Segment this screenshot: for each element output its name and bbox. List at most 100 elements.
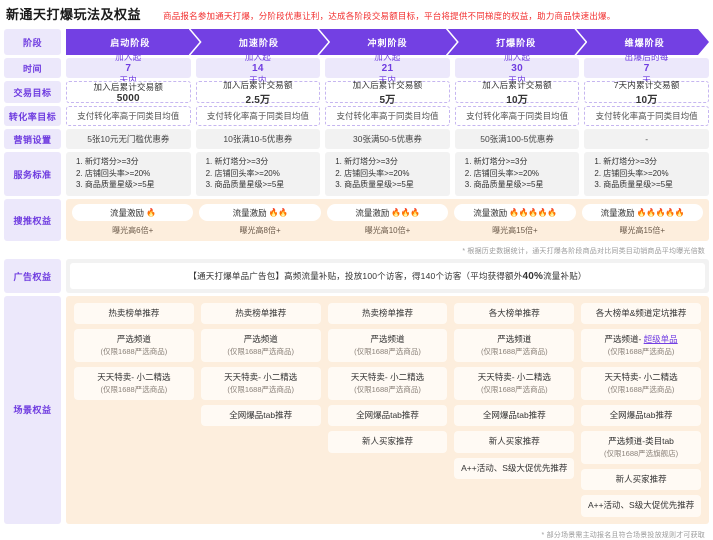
- scene-rights-card[interactable]: 严选频道- 超级单品(仅限1688严选商品): [581, 329, 701, 363]
- scene-rights-card[interactable]: A++活动、S级大促优先推荐: [581, 495, 701, 517]
- service-standard-item: 3. 商品质量星级>=5星: [76, 180, 155, 190]
- ad-rights-text: 【通天打爆单品广告包】高频流量补贴，投放100个访客，得140个访客（平均获得额…: [70, 263, 705, 289]
- fire-icon: 🔥🔥🔥🔥🔥: [636, 208, 685, 217]
- scene-card-note: (仅限1688严选商品): [227, 384, 295, 394]
- page-subtitle: 商品报名参加通天打爆，分阶段优惠让利，达成各阶段交易额目标，平台将提供不同梯度的…: [163, 11, 616, 21]
- marketing-cell-1: 5张10元无门槛优惠券: [66, 129, 191, 149]
- scene-card-note: (仅限1688严选商品): [354, 346, 421, 356]
- page-title: 新通天打爆玩法及权益: [6, 7, 142, 22]
- row-label-trade-goal: 交易目标: [4, 81, 61, 103]
- traffic-rights-cell-4: 流量激励🔥🔥🔥🔥🔥曝光高15倍+: [454, 204, 576, 236]
- service-standard-item: 3. 商品质量星级>=5星: [335, 180, 414, 190]
- scene-rights-cells: 热卖榜单推荐严选频道(仅限1688严选商品)天天特卖- 小二精选(仅限1688严…: [66, 296, 709, 524]
- scene-rights-card[interactable]: 新人买家推荐: [581, 468, 701, 491]
- scene-rights-card[interactable]: 严选频道(仅限1688严选商品): [200, 329, 321, 363]
- scene-rights-card[interactable]: 严选频道(仅限1688严选商品): [74, 329, 194, 363]
- stage-arrow-3[interactable]: 冲刺阶段: [367, 37, 408, 48]
- scene-card-note: (仅限1688严选商品): [607, 384, 675, 394]
- scene-rights-card[interactable]: 严选频道-类目tab(仅限1688严选旗舰店): [581, 431, 701, 464]
- conversion-goal-cell-5: 支付转化率高于同类目均值: [584, 106, 709, 126]
- traffic-incentive-label: 流量激励: [232, 207, 267, 218]
- scene-rights-card[interactable]: 全网爆品tab推荐: [327, 404, 448, 427]
- scene-card-highlight[interactable]: 超级单品: [643, 334, 678, 345]
- scene-rights-card[interactable]: 各大榜单推荐: [454, 303, 575, 325]
- stage-row: 阶段 启动阶段加速阶段冲刺阶段打爆阶段维爆阶段: [0, 29, 713, 55]
- traffic-incentive-label: 流量激励: [355, 207, 390, 218]
- scene-card-title: 各大榜单推荐: [488, 308, 540, 318]
- scene-card-title: 全网爆品tab推荐: [229, 409, 293, 420]
- scene-rights-column-3: 热卖榜单推荐严选频道(仅限1688严选商品)天天特卖- 小二精选(仅限1688严…: [327, 303, 448, 453]
- conversion-goal-cell-4: 支付转化率高于同类目均值: [454, 106, 580, 126]
- service-standard-item: 2. 店铺回头率>=20%: [335, 168, 410, 178]
- scene-rights-card[interactable]: A++活动、S级大促优先推荐: [454, 457, 575, 480]
- row-label-time: 时间: [4, 58, 61, 78]
- scene-rights-card[interactable]: 天天特卖- 小二精选(仅限1688严选商品): [454, 367, 575, 400]
- scene-rights-card[interactable]: 热卖榜单推荐: [200, 303, 321, 325]
- scene-card-title: 严选频道: [243, 334, 278, 345]
- stage-arrow-2[interactable]: 加速阶段: [238, 37, 279, 48]
- scene-card-title: 天天特卖- 小二精选: [224, 372, 298, 383]
- scene-card-title: 天天特卖- 小二精选: [604, 372, 678, 383]
- stage-arrow-4[interactable]: 打爆阶段: [496, 37, 537, 48]
- row-label-conversion-goal: 转化率目标: [4, 106, 61, 126]
- service-standard-item: 1. 新灯塔分>=3分: [76, 156, 139, 166]
- stage-arrow-1[interactable]: 启动阶段: [110, 37, 151, 48]
- scene-rights-card[interactable]: 天天特卖- 小二精选(仅限1688严选商品): [581, 367, 701, 400]
- scene-rights-column-5: 各大榜单&频道定坑推荐严选频道- 超级单品(仅限1688严选商品) 天天特卖- 小…: [581, 303, 701, 517]
- scene-rights-card[interactable]: 严选频道(仅限1688严选商品): [454, 329, 575, 363]
- traffic-rights-cell-3: 流量激励🔥🔥🔥曝光高10倍+: [326, 204, 449, 236]
- scene-rights-card[interactable]: 全网爆品tab推荐: [581, 404, 701, 427]
- traffic-incentive-pill: 流量激励🔥: [72, 204, 194, 221]
- scene-card-title: 天天特卖- 小二精选: [97, 372, 171, 383]
- scene-rights-card[interactable]: 热卖榜单推荐: [74, 303, 194, 325]
- scene-rights-card[interactable]: 严选频道(仅限1688严选商品): [327, 329, 448, 363]
- scene-card-note: (仅限1688严选商品): [100, 346, 168, 356]
- scene-rights-card[interactable]: 全网爆品tab推荐: [200, 404, 321, 427]
- service-standard-item: 2. 店铺回头率>=20%: [594, 168, 669, 178]
- scene-rights-card[interactable]: 热卖榜单推荐: [327, 303, 448, 325]
- row-label-traffic: 搜推权益: [4, 199, 61, 241]
- scene-rights-card[interactable]: 天天特卖- 小二精选(仅限1688严选商品): [74, 367, 194, 400]
- scene-rights-column-4: 各大榜单推荐严选频道(仅限1688严选商品) 天天特卖- 小二精选(仅限1688严…: [454, 303, 575, 480]
- service-standard-item: 3. 商品质量星级>=5星: [594, 180, 674, 190]
- scene-rights-card[interactable]: 全网爆品tab推荐: [454, 404, 575, 427]
- service-standard-item: 2. 店铺回头率>=20%: [464, 168, 540, 178]
- scene-rights-card[interactable]: 新人买家推荐: [327, 431, 448, 453]
- scene-rights-card[interactable]: 天天特卖- 小二精选(仅限1688严选商品): [327, 367, 448, 400]
- service-standard-item: 3. 商品质量星级>=5星: [464, 180, 544, 190]
- scene-rights-card[interactable]: 新人买家推荐: [454, 431, 575, 453]
- traffic-exposure-label: 曝光高6倍+: [112, 226, 154, 235]
- stage-arrow-5[interactable]: 维爆阶段: [624, 37, 665, 48]
- scene-card-title: A++活动、S级大促优先推荐: [461, 462, 568, 473]
- scene-card-title: 天天特卖- 小二精选: [477, 372, 551, 383]
- traffic-rights-cells: 流量激励🔥曝光高6倍+流量激励🔥🔥曝光高8倍+流量激励🔥🔥🔥曝光高10倍+流量激…: [66, 199, 709, 241]
- traffic-rights-row: 搜推权益 流量激励🔥曝光高6倍+流量激励🔥🔥曝光高8倍+流量激励🔥🔥🔥曝光高10…: [0, 199, 713, 241]
- service-standard-item: 1. 新灯塔分>=3分: [335, 156, 398, 166]
- traffic-exposure-label: 曝光高15倍+: [492, 226, 538, 235]
- scene-rights-card[interactable]: 天天特卖- 小二精选(仅限1688严选商品): [200, 367, 321, 400]
- scene-card-title: 新人买家推荐: [488, 436, 540, 447]
- marketing-cell-2: 10张满10-5优惠券: [195, 129, 321, 149]
- scene-card-note: (仅限1688严选商品): [480, 384, 548, 394]
- scene-card-title: 严选频道-类目tab: [608, 436, 674, 447]
- scene-card-note: (仅限1688严选旗舰店): [603, 448, 679, 458]
- traffic-incentive-pill: 流量激励🔥🔥🔥: [326, 204, 449, 221]
- scene-card-title: 天天特卖- 小二精选: [350, 372, 425, 383]
- traffic-incentive-pill: 流量激励🔥🔥🔥🔥🔥: [581, 204, 704, 221]
- scene-rights-card[interactable]: 各大榜单&频道定坑推荐: [581, 303, 701, 325]
- scene-card-note: (仅限1688严选商品): [227, 346, 295, 356]
- fire-icon: 🔥🔥🔥🔥🔥: [509, 208, 557, 217]
